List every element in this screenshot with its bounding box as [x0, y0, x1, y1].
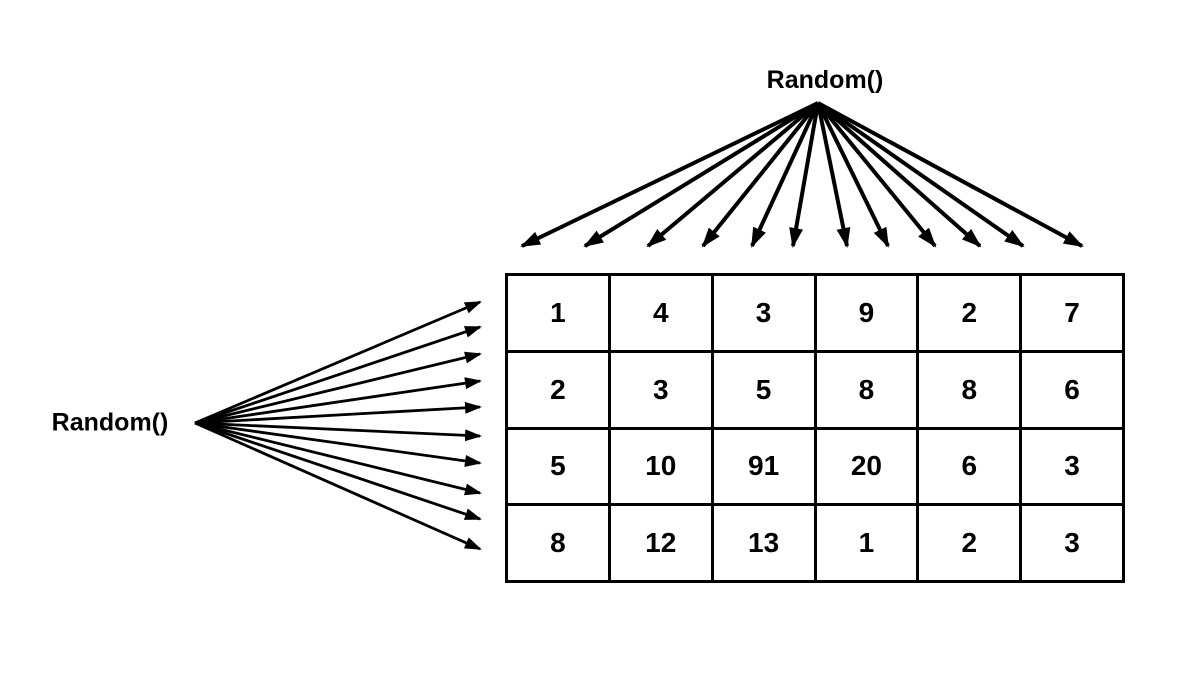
left-arrow-fan [194, 300, 482, 551]
arrow [194, 421, 482, 551]
grid-cell: 2 [508, 352, 608, 427]
grid-cell: 1 [508, 276, 608, 350]
grid-cell: 20 [816, 429, 917, 504]
grid-cell: 91 [713, 429, 814, 504]
top-arrow-fan [520, 101, 1084, 248]
top-random-label: Random() [766, 66, 884, 94]
arrow [194, 401, 482, 425]
arrow [701, 101, 820, 248]
arrow [789, 102, 820, 248]
grid-cell: 9 [816, 276, 917, 350]
arrow [816, 101, 937, 248]
arrow [646, 101, 820, 248]
grid-cell: 4 [610, 276, 711, 350]
arrow [194, 421, 482, 467]
grid-cell: 8 [919, 352, 1020, 427]
arrow [816, 102, 851, 248]
arrow [520, 101, 819, 248]
grid-cell: 12 [610, 506, 711, 580]
left-random-label: Random() [51, 408, 169, 437]
grid-cell: 13 [713, 506, 814, 580]
arrow [194, 351, 482, 425]
grid-cell: 8 [508, 506, 608, 580]
arrow [194, 421, 482, 521]
grid-cell: 10 [610, 429, 711, 504]
arrow [194, 421, 482, 496]
grid-cell: 3 [1022, 506, 1122, 580]
arrow [194, 377, 482, 425]
grid-cell: 8 [816, 352, 917, 427]
arrow [816, 102, 890, 248]
arrow [816, 101, 1025, 248]
grid-cell: 5 [713, 352, 814, 427]
grid-cell: 5 [508, 429, 608, 504]
grid-cell: 3 [1022, 429, 1122, 504]
arrow [816, 101, 982, 248]
arrow [583, 101, 820, 248]
arrow [817, 101, 1084, 248]
arrow [194, 300, 482, 425]
grid-cell: 7 [1022, 276, 1122, 350]
grid-cell: 2 [919, 506, 1020, 580]
arrow [750, 102, 820, 248]
grid-cell: 6 [919, 429, 1020, 504]
grid-cell: 3 [610, 352, 711, 427]
grid-cell: 2 [919, 276, 1020, 350]
number-grid: 1 4 3 9 2 7 2 3 5 8 8 6 5 10 91 20 6 3 8… [505, 273, 1125, 583]
arrow [194, 421, 482, 442]
grid-cell: 3 [713, 276, 814, 350]
arrow [194, 325, 482, 425]
grid-cell: 6 [1022, 352, 1122, 427]
grid-cell: 1 [816, 506, 917, 580]
